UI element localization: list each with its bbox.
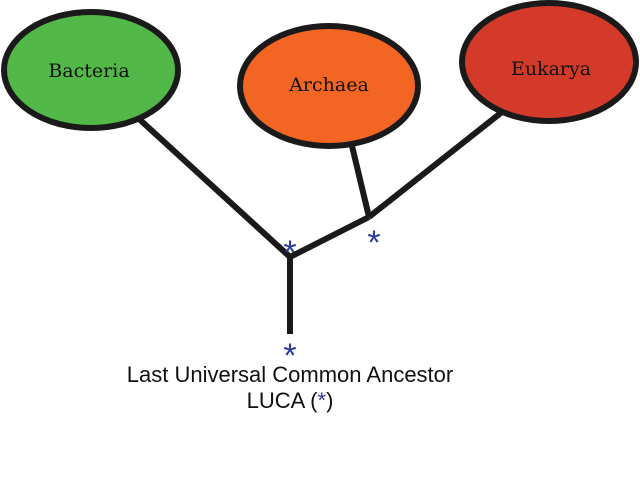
node-archaea: Archaea <box>237 23 421 149</box>
caption-asterisk: * <box>317 388 327 413</box>
branch-archaea <box>349 145 372 218</box>
caption-luca-prefix: LUCA ( <box>246 388 318 413</box>
eukarya-label: Eukarya <box>511 58 591 80</box>
caption-luca-suffix: ) <box>326 388 334 413</box>
asterisk-marker-junction-1: * <box>283 234 296 272</box>
caption-line-2: LUCA (*) <box>0 388 580 414</box>
eukarya-ellipse <box>459 0 639 124</box>
asterisk-marker-junction-2: * <box>367 224 380 262</box>
node-bacteria: Bacteria <box>1 9 181 131</box>
caption-line-1: Last Universal Common Ancestor <box>126 362 454 387</box>
node-eukarya: Eukarya <box>459 0 639 124</box>
bacteria-label: Bacteria <box>48 60 129 82</box>
archaea-ellipse <box>237 23 421 149</box>
archaea-label: Archaea <box>288 74 369 96</box>
branch-eukarya <box>367 109 504 220</box>
luca-caption: Last Universal Common Ancestor LUCA (*) <box>0 362 580 414</box>
bacteria-ellipse <box>1 9 181 131</box>
branch-archaea-eukarya-stem <box>288 214 371 260</box>
asterisk-marker-luca: * <box>283 337 296 375</box>
branch-bacteria <box>135 115 293 260</box>
